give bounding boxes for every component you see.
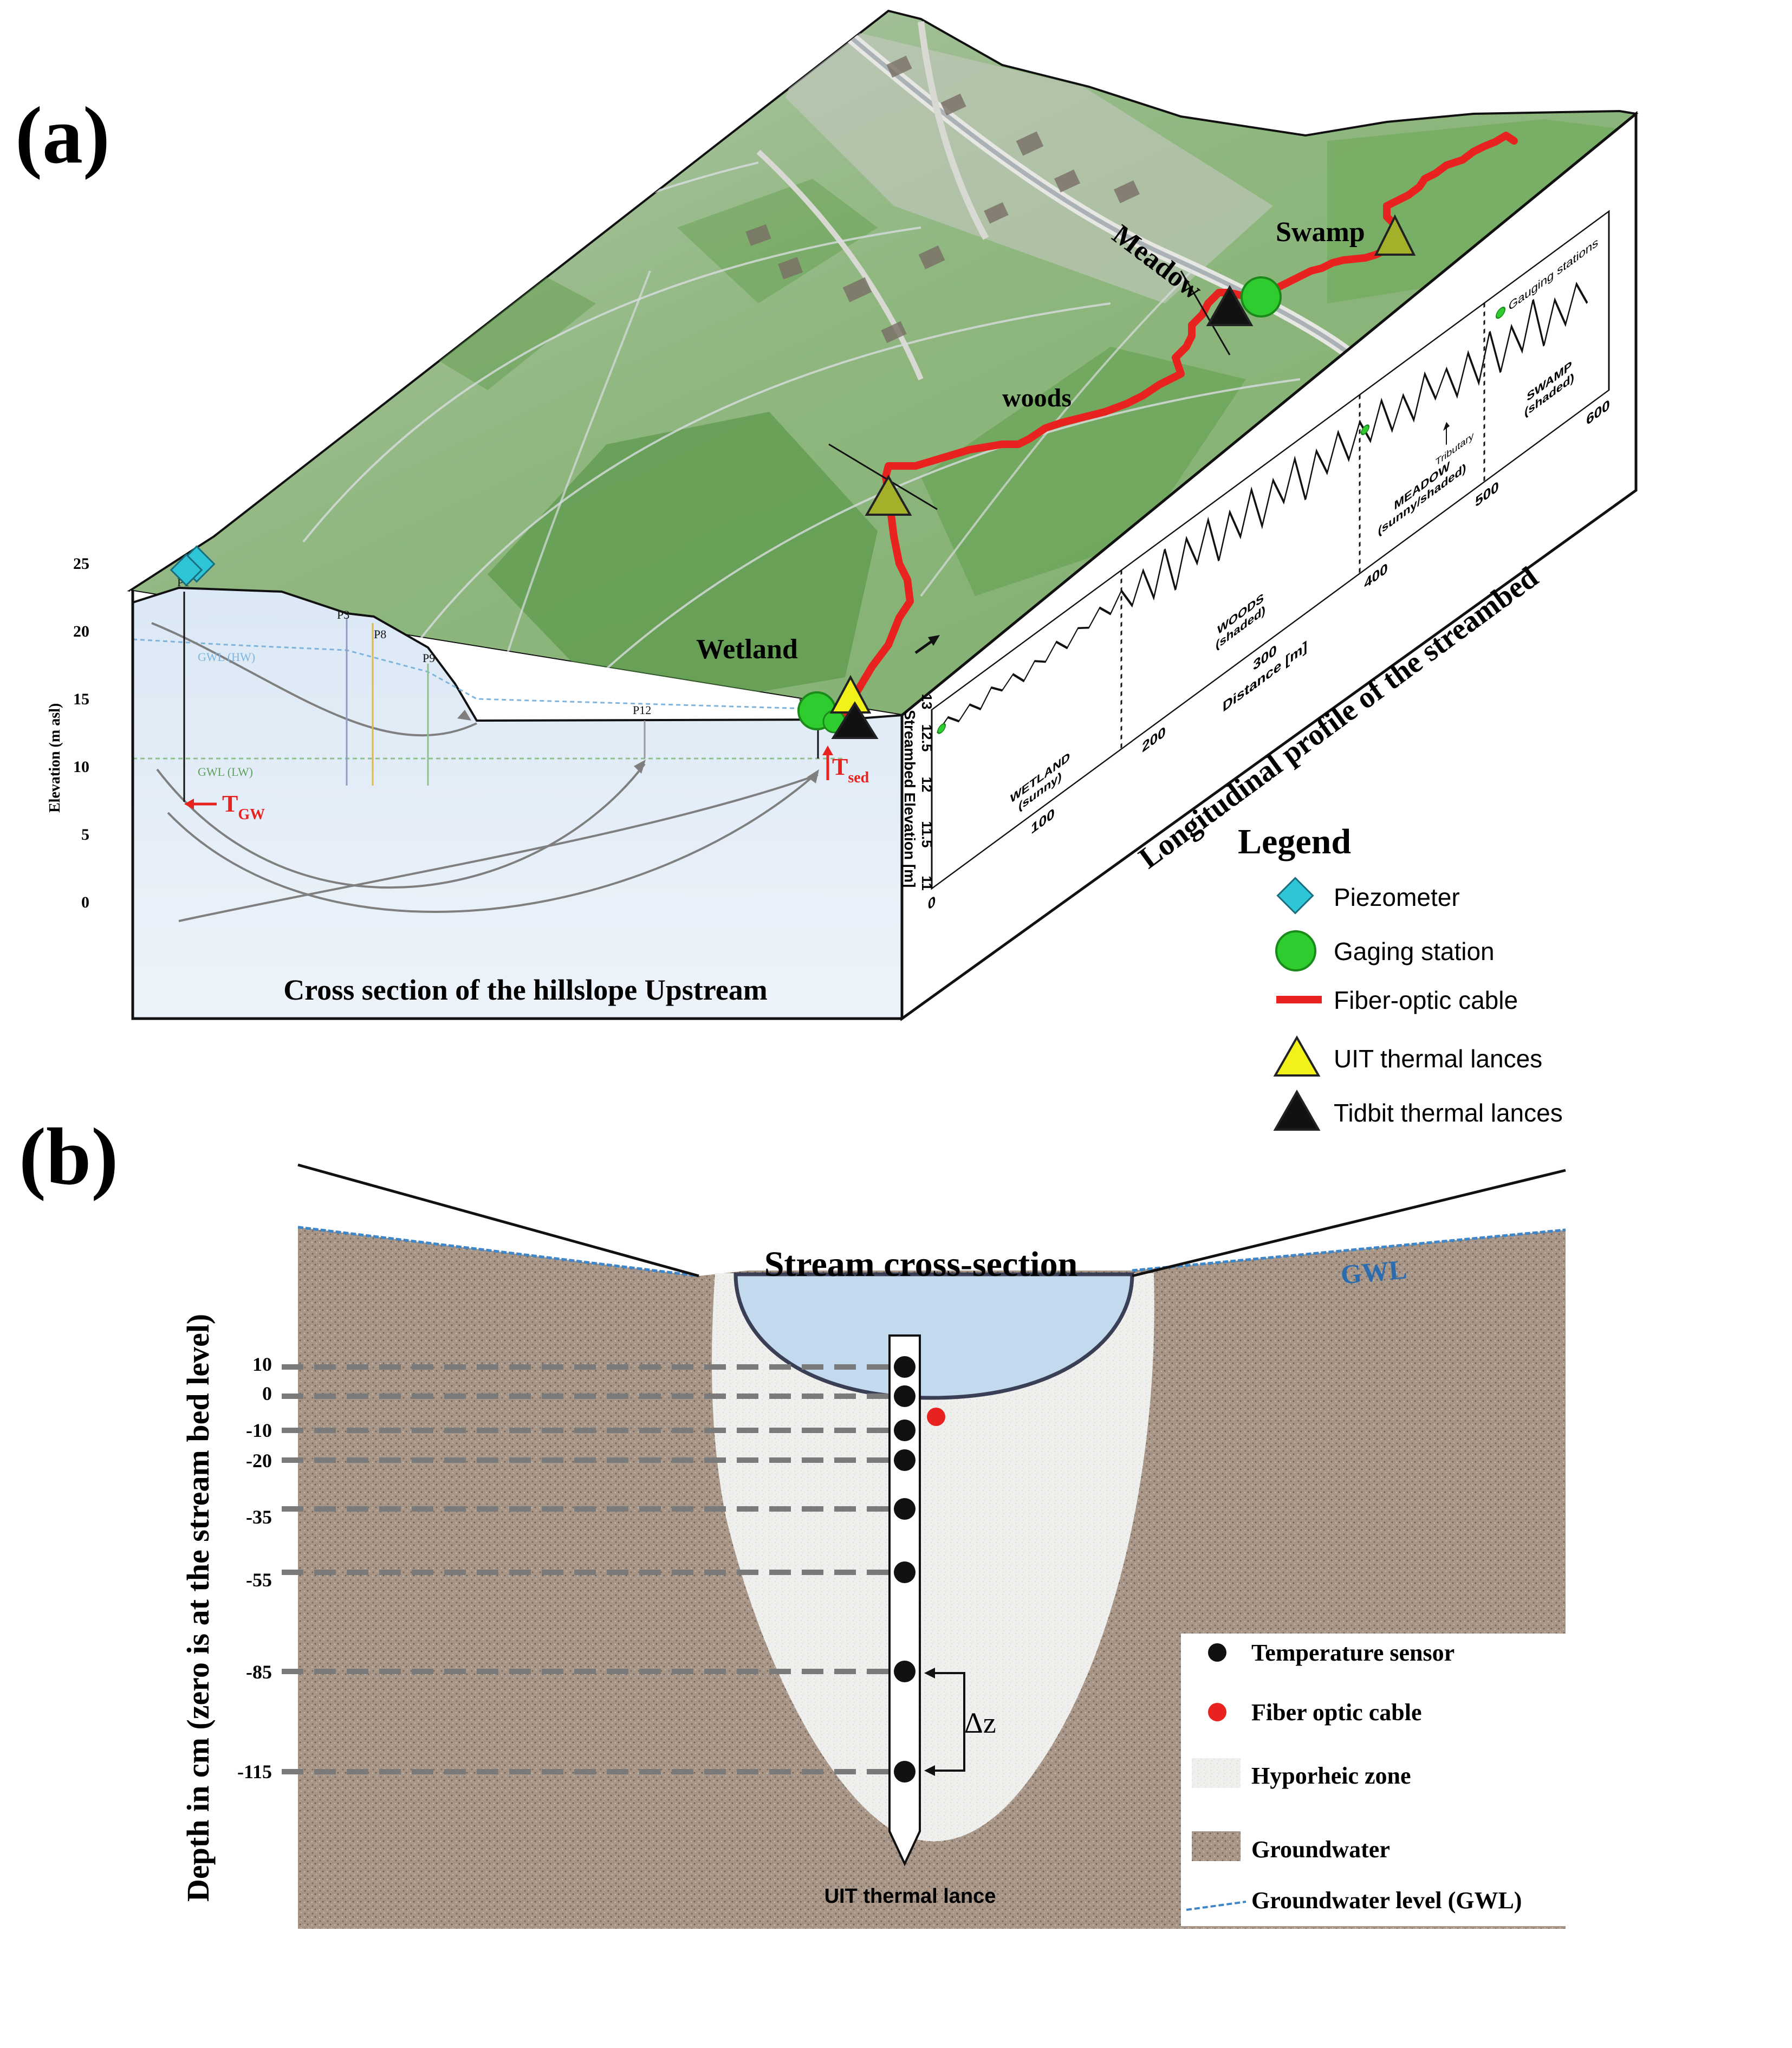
gwl-label: GWL	[1340, 1254, 1408, 1289]
legend-b-label: Groundwater	[1251, 1836, 1390, 1863]
t-gw-subscript: GW	[238, 806, 265, 823]
cross-section-y-axis: 25 20 15 10 5 0	[73, 555, 89, 911]
well-label: P12	[633, 703, 651, 717]
gwl-hw-label: GWL (HW)	[198, 650, 255, 664]
profile-y-tick: 12	[919, 777, 935, 793]
depth-tick: -55	[246, 1569, 272, 1591]
profile-y-tick: 11	[919, 876, 935, 891]
temperature-sensor	[894, 1356, 916, 1378]
piezometer-legend-icon	[1276, 877, 1314, 915]
swamp-label: Swamp	[1276, 217, 1365, 248]
streambed-profile-line	[937, 281, 1588, 734]
temperature-sensor	[894, 1420, 916, 1441]
gauging-station-dot	[937, 723, 946, 734]
profile-y-tick: 12.5	[919, 724, 935, 752]
well-label: P9	[423, 651, 435, 665]
legend-item-label: Fiber-optic cable	[1334, 986, 1518, 1014]
gauging-legend-dot	[1496, 307, 1505, 319]
y-tick: 25	[73, 555, 89, 573]
y-tick: 5	[81, 826, 89, 844]
woods-label: woods	[1002, 384, 1072, 412]
fiber-optic-cable-dot	[927, 1408, 945, 1426]
t-gw-marker: TGW	[184, 790, 265, 823]
lance-label: UIT thermal lance	[824, 1885, 996, 1908]
depth-tick: 10	[252, 1353, 272, 1375]
panel-a-label: (a)	[15, 90, 110, 180]
panel-b-label: (b)	[19, 1112, 118, 1202]
fiber-optic-legend-icon	[1208, 1703, 1226, 1721]
legend-b: Temperature sensor Fiber optic cable Hyp…	[1181, 1634, 1566, 1926]
y-tick: 0	[81, 893, 89, 911]
y-tick: 15	[73, 690, 89, 708]
legend-item-label: Gaging station	[1334, 937, 1495, 965]
t-sed-marker: Tsed	[822, 746, 869, 786]
legend-item-label: Tidbit thermal lances	[1334, 1099, 1563, 1127]
profile-ylabel: Streambed Elevation [m]	[901, 710, 918, 887]
stream-title: Stream cross-section	[764, 1245, 1078, 1284]
depth-tick: -35	[246, 1506, 272, 1528]
depth-tick: -115	[237, 1761, 272, 1783]
legend-b-label: Groundwater level (GWL)	[1251, 1887, 1522, 1914]
legend-b-label: Hyporheic zone	[1251, 1762, 1411, 1789]
profile-face	[900, 111, 1638, 1021]
profile-y-tick: 13	[919, 694, 935, 710]
depth-tick: -20	[246, 1450, 272, 1472]
legend-item-label: UIT thermal lances	[1334, 1045, 1542, 1073]
temperature-sensor	[894, 1661, 916, 1682]
gwl-legend-icon	[1186, 1901, 1246, 1911]
uit-legend-icon	[1273, 1035, 1321, 1077]
temperature-sensor	[894, 1385, 916, 1407]
gwl-lw-label: GWL (LW)	[198, 765, 253, 779]
depth-tick: -10	[246, 1420, 272, 1441]
uit-lance-marker	[1374, 214, 1416, 256]
hyporheic-legend-icon	[1192, 1758, 1241, 1788]
x-tick: 0	[928, 892, 936, 914]
temperature-sensor	[894, 1761, 916, 1783]
t-sed-label: T	[832, 754, 848, 780]
gaging-legend-icon	[1275, 930, 1316, 971]
svg-text:Tsed: Tsed	[832, 754, 869, 786]
groundwater-legend-icon	[1192, 1831, 1241, 1861]
y-tick: 10	[73, 758, 89, 776]
depth-tick: 0	[262, 1383, 272, 1404]
gauging-station-dot	[1361, 424, 1369, 436]
delta-z-bracket: Δz	[924, 1668, 996, 1776]
piezometer-marker	[170, 545, 216, 587]
temperature-sensor	[894, 1561, 916, 1583]
well-label: P8	[374, 627, 386, 641]
profile-y-tick: 11.5	[919, 821, 935, 847]
y-tick: 20	[73, 623, 89, 640]
wetland-label: Wetland	[696, 634, 798, 665]
temperature-sensor	[894, 1449, 916, 1471]
cross-section-face	[130, 586, 903, 1020]
hyporheic-zone	[712, 1273, 1154, 1842]
legend-item-label: Piezometer	[1334, 883, 1460, 911]
temperature-sensor	[894, 1498, 916, 1520]
terrain-map	[127, 9, 1639, 717]
depth-ylabel: Depth in cm (zero is at the stream bed l…	[180, 1314, 216, 1902]
profile-plot-frame	[931, 210, 1610, 890]
tidbit-lance-marker	[1206, 284, 1254, 326]
legend-b-label: Fiber optic cable	[1251, 1699, 1421, 1726]
tidbit-legend-icon	[1273, 1089, 1321, 1131]
uit-lance-marker	[865, 474, 912, 516]
depth-tick: -85	[246, 1661, 272, 1683]
legend-a: Legend Piezometer Gaging station Fiber-o…	[1238, 822, 1563, 1131]
well-label: P3	[337, 608, 349, 621]
svg-text:TGW: TGW	[222, 790, 265, 823]
t-sed-subscript: sed	[848, 769, 869, 786]
legend-b-label: Temperature sensor	[1251, 1639, 1455, 1666]
depth-levels: 10 0 -10 -20 -35 -55 -85 -115	[237, 1353, 888, 1783]
tidbit-lance-marker	[831, 701, 879, 739]
uit-thermal-lance	[888, 1334, 945, 1866]
gaging-station-marker	[1241, 276, 1282, 317]
cross-section-title: Cross section of the hillslope Upstream	[283, 974, 767, 1006]
cross-section-ylabel: Elevation (m asl)	[47, 703, 63, 813]
t-gw-label: T	[222, 790, 238, 817]
legend-title: Legend	[1238, 822, 1351, 861]
temperature-sensor-legend-icon	[1208, 1643, 1226, 1662]
delta-z-label: Δz	[964, 1707, 996, 1739]
